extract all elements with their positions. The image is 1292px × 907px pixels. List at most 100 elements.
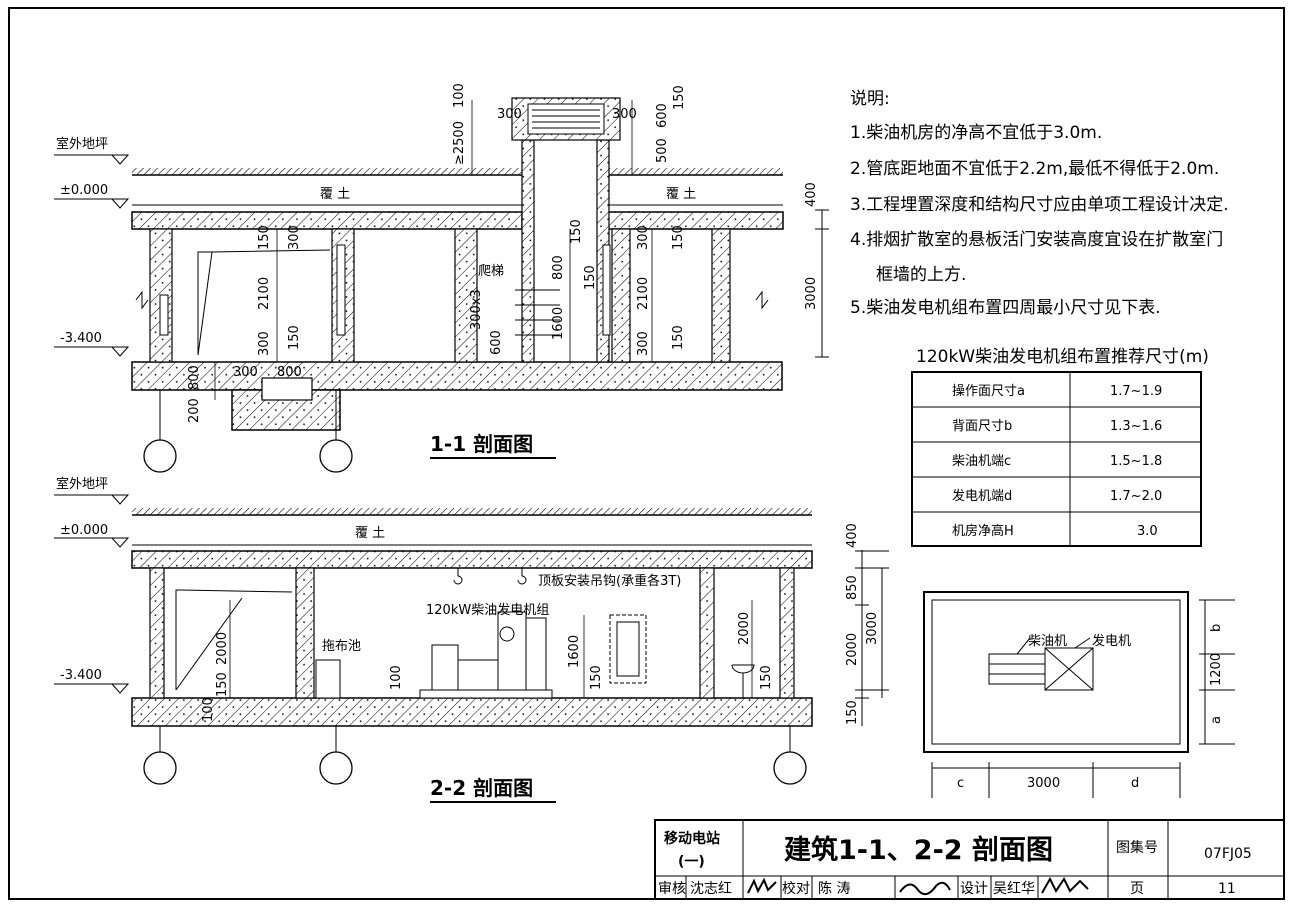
dim-600-b: 600 xyxy=(655,103,670,128)
table-row-label: 背面尺寸b xyxy=(952,419,1012,434)
dim-300-c: 300 xyxy=(287,225,302,250)
dim-200: 200 xyxy=(187,398,202,423)
outdoor-grade-label-2: 室外地坪 xyxy=(56,476,108,492)
dim-150-b: 150 xyxy=(287,325,302,350)
note-3: 3.工程埋置深度和结构尺寸应由单项工程设计决定. xyxy=(850,195,1229,215)
dim-150-a: 150 xyxy=(257,225,272,250)
plan-dim-b: b xyxy=(1209,624,1224,632)
note-5: 5.柴油发电机组布置四周最小尺寸见下表. xyxy=(850,298,1161,318)
table-row-value: 1.5~1.8 xyxy=(1110,454,1162,469)
dim-300-f: 300 xyxy=(636,331,651,356)
dim-2000-a: 2000 xyxy=(215,632,230,665)
drawing-title: 建筑1-1、2-2 剖面图 xyxy=(784,834,1053,866)
plan-dim-a: a xyxy=(1209,716,1224,724)
table-row-value: 1.3~1.6 xyxy=(1110,419,1162,434)
dim-150-f: 150 xyxy=(583,265,598,290)
engine-label: 柴油机 xyxy=(1028,634,1067,649)
design-label: 设计 xyxy=(960,881,988,897)
table-row-label: 柴油机端c xyxy=(952,454,1011,469)
hook-note: 顶板安装吊钩(承重各3T) xyxy=(538,573,681,589)
table-row-value: 1.7~2.0 xyxy=(1110,489,1162,504)
section-2-2 xyxy=(54,494,889,785)
level-floor-label-2: -3.400 xyxy=(60,668,102,683)
dim-150-d: 150 xyxy=(671,325,686,350)
dimension-table xyxy=(911,371,1202,547)
dim-3000-a: 3000 xyxy=(804,277,819,310)
note-4: 4.排烟扩散室的悬板活门安装高度宜设在扩散室门 xyxy=(850,230,1223,250)
section-1-title: 1-1 剖面图 xyxy=(430,432,533,456)
designer-name: 吴红华 xyxy=(993,881,1035,897)
dim-150-h: 150 xyxy=(215,672,230,697)
note-4-cont: 框墙的上方. xyxy=(876,265,966,285)
note-1: 1.柴油机房的净高不宜低于3.0m. xyxy=(850,123,1102,143)
dim-850: 850 xyxy=(845,575,860,600)
axis-bubble xyxy=(143,439,177,473)
section-2-title: 2-2 剖面图 xyxy=(430,776,533,800)
title-block xyxy=(654,819,1285,900)
plan-dim-d: d xyxy=(1131,776,1139,791)
dim-300x3: 300x3 xyxy=(469,289,484,330)
dim-150-c: 150 xyxy=(671,225,686,250)
table-row-value: 3.0 xyxy=(1137,524,1158,539)
table-title: 120kW柴油发电机组布置推荐尺寸(m) xyxy=(916,347,1209,367)
dim-1600-b: 1600 xyxy=(567,635,582,668)
dim-300-a: 300 xyxy=(497,107,522,122)
dim-2000-c: 2000 xyxy=(845,633,860,666)
dim-300-d: 300 xyxy=(257,331,272,356)
dim-2100-a: 2100 xyxy=(257,277,272,310)
soil-label-1b: 覆 土 xyxy=(666,187,696,202)
dim-150-j: 150 xyxy=(759,665,774,690)
dim-300-e: 300 xyxy=(636,225,651,250)
table-row-label: 操作面尺寸a xyxy=(952,383,1025,399)
soil-label-1a: 覆 土 xyxy=(320,187,350,202)
dim-100-b: 100 xyxy=(201,697,216,722)
atlas-number: 07FJ05 xyxy=(1204,846,1252,862)
page-number: 11 xyxy=(1218,881,1236,897)
dim-150-i: 150 xyxy=(589,665,604,690)
dim-2500: ≥2500 xyxy=(452,121,467,165)
note-2: 2.管底距地面不宜低于2.2m,最低不得低于2.0m. xyxy=(850,159,1219,179)
dim-150-k: 150 xyxy=(845,700,860,725)
ladder-label: 爬梯 xyxy=(478,264,504,279)
sheet-border xyxy=(8,7,1285,900)
dim-800-a: 800 xyxy=(551,255,566,280)
atlas-label: 图集号 xyxy=(1116,839,1158,856)
dim-150-g: 150 xyxy=(672,85,687,110)
dim-100-a: 100 xyxy=(452,83,467,108)
axis-bubble xyxy=(773,751,807,785)
table-row-value: 1.7~1.9 xyxy=(1110,384,1162,399)
layout-plan xyxy=(923,591,1235,798)
soil-label-2: 覆 土 xyxy=(355,526,385,541)
dim-300-b: 300 xyxy=(612,107,637,122)
level-zero-label-1: ±0.000 xyxy=(60,183,108,198)
dim-800-b: 800 xyxy=(277,365,302,380)
axis-bubble xyxy=(319,439,353,473)
axis-bubble xyxy=(143,751,177,785)
plan-dim-1200: 1200 xyxy=(1209,653,1224,686)
axis-bubble xyxy=(319,751,353,785)
section-1-1 xyxy=(54,97,829,473)
genset-label: 120kW柴油发电机组 xyxy=(426,602,549,618)
table-row-label: 发电机端d xyxy=(952,488,1012,504)
series-part: (一) xyxy=(678,854,705,870)
notes-heading: 说明: xyxy=(850,89,890,109)
reviewer-name: 沈志红 xyxy=(690,881,732,897)
dim-400-a: 400 xyxy=(804,182,819,207)
series-label: 移动电站 xyxy=(664,830,720,847)
dim-400-b: 400 xyxy=(845,523,860,548)
plan-dim-c: c xyxy=(957,776,964,791)
review-label: 审核 xyxy=(658,881,686,897)
check-label: 校对 xyxy=(782,880,810,897)
dim-3000-b: 3000 xyxy=(865,612,880,645)
level-zero-label-2: ±0.000 xyxy=(60,523,108,538)
dim-600-a: 600 xyxy=(489,330,504,355)
page-label: 页 xyxy=(1130,881,1144,897)
checker-name: 陈 涛 xyxy=(818,880,850,897)
dim-2100-b: 2100 xyxy=(636,277,651,310)
table-row-label: 机房净高H xyxy=(952,523,1014,539)
mop-sink-label: 拖布池 xyxy=(322,639,361,654)
dim-100-c: 100 xyxy=(389,665,404,690)
generator-label: 发电机 xyxy=(1092,633,1131,649)
level-floor-label-1: -3.400 xyxy=(60,331,102,346)
